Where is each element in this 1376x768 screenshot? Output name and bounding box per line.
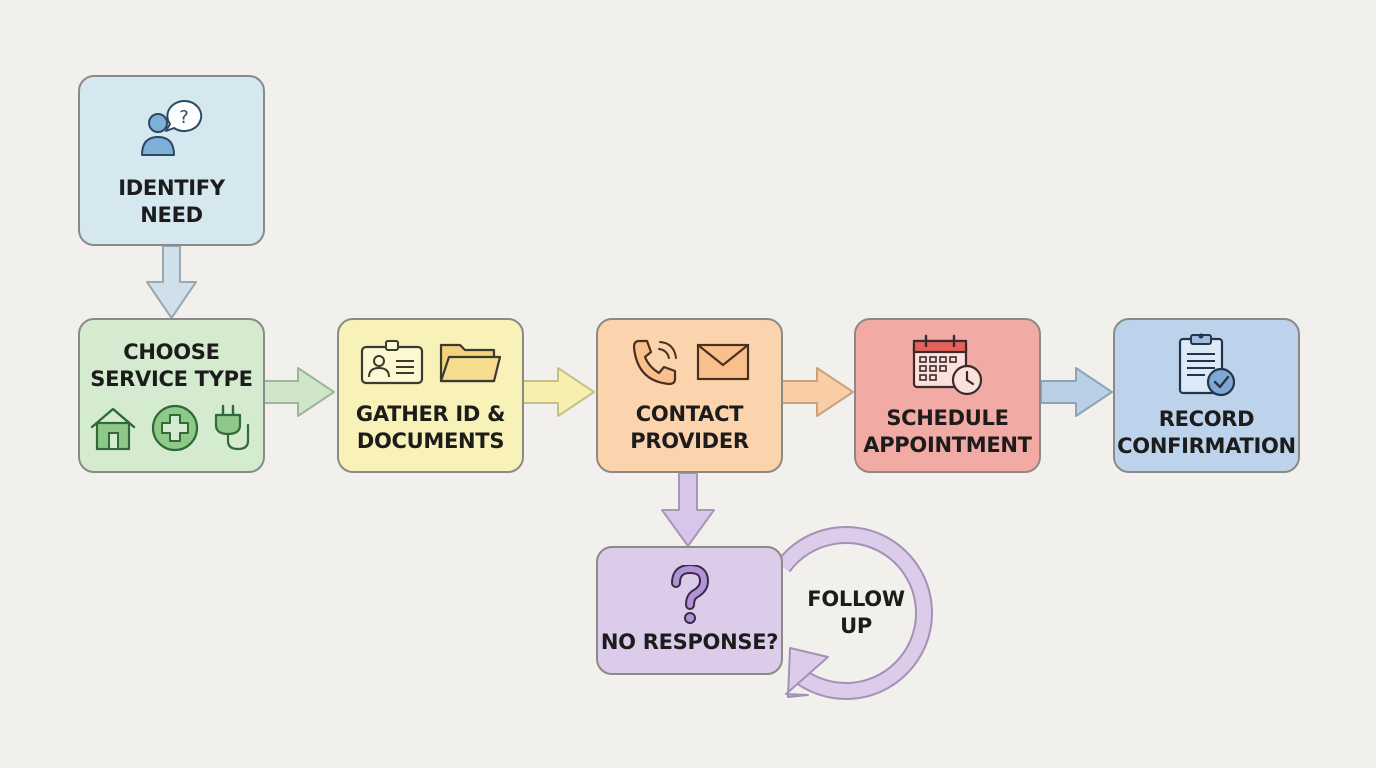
person-question-icon: ? <box>140 99 202 156</box>
arrow-gather-to-contact <box>522 367 595 417</box>
step-label: IDENTIFY NEED <box>118 175 225 227</box>
phone-icon <box>632 339 677 385</box>
arrow-schedule-to-record <box>1040 367 1113 417</box>
step-contact-provider: CONTACT PROVIDER <box>596 318 783 473</box>
step-label: CHOOSE SERVICE TYPE <box>90 339 253 391</box>
arrow-identify-to-choose <box>146 245 197 319</box>
calendar-clock-icon <box>912 334 982 395</box>
step-label: GATHER ID & DOCUMENTS <box>355 401 506 453</box>
envelope-icon <box>696 343 749 380</box>
step-identify-need: ? IDENTIFY NEED <box>78 75 265 246</box>
step-no-response: NO RESPONSE? <box>596 546 783 675</box>
step-label: SCHEDULE APPOINTMENT <box>863 405 1032 457</box>
arrow-choose-to-gather <box>263 367 335 417</box>
medical-cross-icon <box>151 404 198 451</box>
step-label: RECORD CONFIRMATION <box>1117 406 1296 458</box>
step-record-confirmation: RECORD CONFIRMATION <box>1113 318 1300 473</box>
step-choose-service-type: CHOOSE SERVICE TYPE <box>78 318 265 473</box>
follow-up-label: FOLLOW UP <box>807 587 905 638</box>
question-mark-icon <box>670 565 709 624</box>
clipboard-check-icon <box>1178 333 1235 396</box>
arrow-contact-to-no-response <box>661 472 715 547</box>
svg-text:?: ? <box>179 107 189 128</box>
id-card-icon <box>360 339 423 384</box>
arrow-contact-to-schedule <box>781 367 854 417</box>
step-label: CONTACT PROVIDER <box>630 401 749 453</box>
house-icon <box>90 407 135 450</box>
plug-icon <box>214 404 249 450</box>
step-label: NO RESPONSE? <box>600 630 779 654</box>
step-schedule-appointment: SCHEDULE APPOINTMENT <box>854 318 1041 473</box>
folder-icon <box>439 343 501 382</box>
follow-up-loop-arrow <box>775 525 933 700</box>
step-gather-id-documents: GATHER ID & DOCUMENTS <box>337 318 524 473</box>
